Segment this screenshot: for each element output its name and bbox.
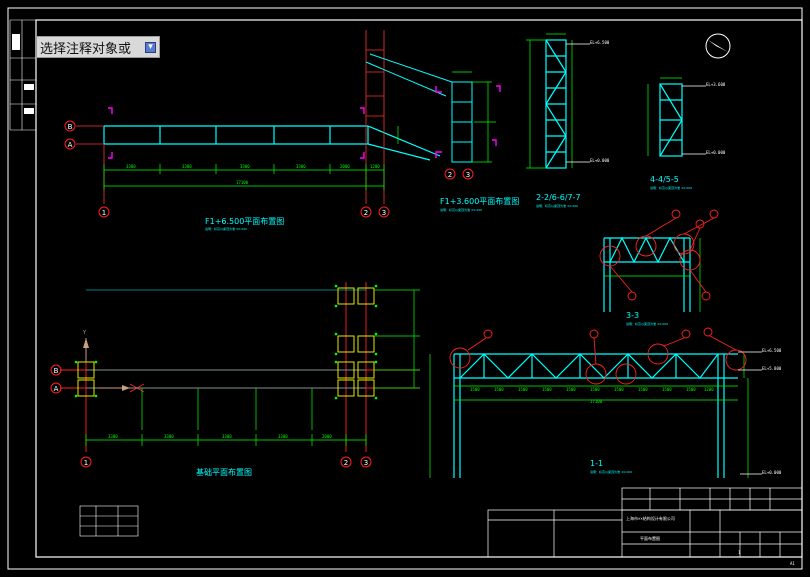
section-2-2-subtitle: 说明：标高以梁顶为准 ±0.000 (536, 203, 578, 208)
title-block[interactable] (487, 487, 803, 558)
svg-text:1200: 1200 (704, 387, 714, 392)
svg-text:1500: 1500 (662, 387, 672, 392)
inner-border (35, 19, 803, 558)
svg-text:EL+6.500: EL+6.500 (590, 40, 610, 45)
svg-text:3300: 3300 (108, 434, 118, 439)
svg-text:3300: 3300 (182, 164, 192, 169)
axis-label-2-lower: 2 (344, 459, 348, 467)
svg-text:1500: 1500 (518, 387, 528, 392)
svg-text:1500: 1500 (494, 387, 504, 392)
north-arrow-icon (705, 33, 731, 59)
axis-label-3-stair: 3 (466, 171, 470, 179)
section-3-3-elevation[interactable]: 3-3 说明：标高以梁顶为准 ±0.000 (599, 209, 719, 326)
foundation-plan-title: 基础平面布置图 (196, 467, 252, 477)
section-2-2-title: 2-2/6-6/7-7 (536, 193, 581, 202)
drawing-name: 平面布置图 (640, 535, 660, 541)
svg-text:17100: 17100 (590, 399, 603, 404)
grid-bubbles-upper (64, 120, 390, 218)
axis-label-3-upper: 3 (382, 209, 386, 217)
plan-upper-subtitle: 说明：标高以梁顶为准 ±0.000 (205, 226, 247, 231)
svg-text:EL+0.000: EL+0.000 (590, 158, 610, 163)
axis-label-b-lower: B (54, 367, 59, 375)
down-arrow-icon[interactable]: ▾ (145, 42, 156, 53)
axis-label-a-upper: A (68, 141, 73, 149)
svg-text:3300: 3300 (126, 164, 136, 169)
company-name: 上海市××结构设计有限公司 (626, 515, 675, 521)
stair-plan-subtitle: 说明：标高以梁顶为准 ±0.000 (440, 207, 482, 212)
svg-text:1500: 1500 (566, 387, 576, 392)
section-3-3-title: 3-3 (626, 311, 639, 320)
plan-upper-title: F1+6.500平面布置图 (205, 216, 284, 226)
outer-border (7, 7, 803, 570)
section-3-3-subtitle: 说明：标高以梁顶为准 ±0.000 (626, 321, 668, 326)
section-1-1-title: 1-1 (590, 459, 603, 468)
left-margin-strip (9, 19, 36, 131)
svg-text:2000: 2000 (322, 434, 332, 439)
legend-table (79, 505, 139, 537)
svg-text:3300: 3300 (278, 434, 288, 439)
section-4-4-subtitle: 说明：标高以梁顶为准 ±0.000 (650, 185, 692, 190)
svg-text:1500: 1500 (470, 387, 480, 392)
axis-label-2-upper: 2 (364, 209, 368, 217)
axis-label-1-upper: 1 (102, 209, 106, 217)
sheet-number: 1 (738, 550, 741, 555)
svg-text:1500: 1500 (686, 387, 696, 392)
svg-text:EL+5.800: EL+5.800 (762, 366, 782, 371)
svg-text:EL+6.500: EL+6.500 (762, 348, 782, 353)
stair-plan[interactable]: 2 3 F1+3.600平面布置图 说明：标高以梁顶为准 ±0.000 (365, 53, 519, 212)
plan-view-upper[interactable]: 3300 3300 3300 3300 2000 1200 17100 F1+6.50… (76, 30, 441, 231)
svg-text:3300: 3300 (240, 164, 250, 169)
y-axis-marker: Y (82, 330, 87, 336)
svg-text:3300: 3300 (296, 164, 306, 169)
section-1-1-subtitle: 说明：标高以梁顶为准 ±0.000 (590, 469, 632, 474)
svg-text:EL+0.000: EL+0.000 (706, 150, 726, 155)
axis-label-2-stair: 2 (448, 171, 452, 179)
svg-text:1200: 1200 (370, 164, 380, 169)
svg-text:3300: 3300 (222, 434, 232, 439)
svg-text:17100: 17100 (236, 180, 249, 185)
axis-label-a-lower: A (54, 385, 59, 393)
stair-plan-title: F1+3.600平面布置图 (440, 196, 519, 206)
section-1-1-elevation[interactable]: 1500 1500 1500 1500 1500 1500 1500 1500 1500 1… (429, 327, 782, 478)
command-prompt[interactable]: 选择注释对象或 ▾ (36, 36, 160, 58)
command-prompt-text: 选择注释对象或 (40, 41, 132, 57)
svg-text:1500: 1500 (638, 387, 648, 392)
svg-text:EL+0.000: EL+0.000 (762, 470, 782, 475)
svg-text:1500: 1500 (590, 387, 600, 392)
axis-label-3-lower: 3 (364, 459, 368, 467)
section-4-4-title: 4-4/5-5 (650, 175, 679, 184)
svg-text:EL+3.600: EL+3.600 (706, 82, 726, 87)
svg-text:1500: 1500 (614, 387, 624, 392)
drawing-size: A1 (790, 561, 795, 566)
svg-text:3300: 3300 (164, 434, 174, 439)
axis-label-1-lower: 1 (84, 459, 88, 467)
axis-label-b-upper: B (68, 123, 73, 131)
foundation-plan[interactable]: 3300 3300 3300 3300 2000 Y B A 1 2 3 基础平面布置… (50, 282, 420, 477)
svg-text:1500: 1500 (542, 387, 552, 392)
svg-text:2000: 2000 (340, 164, 350, 169)
